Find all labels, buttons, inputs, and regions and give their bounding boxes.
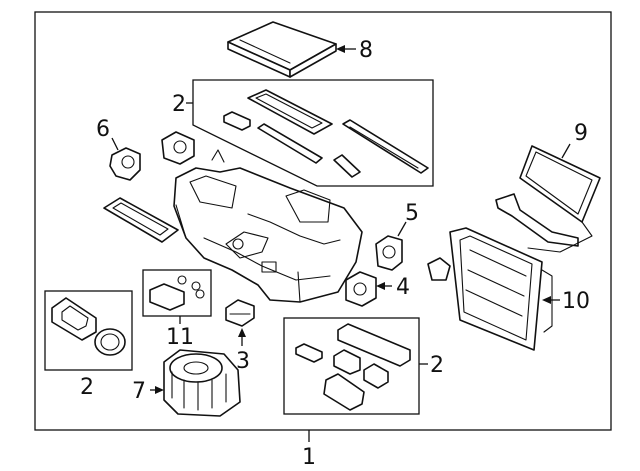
callout-9: 9	[574, 121, 588, 146]
blower-motor-part	[163, 349, 241, 417]
sensor-kit-parts	[149, 275, 205, 311]
callout-3: 3	[236, 349, 250, 374]
seal-kit-upper-box	[192, 79, 434, 187]
callout-1: 1	[302, 445, 316, 470]
callout-leader-6	[111, 137, 119, 151]
heater-core-part	[495, 145, 601, 253]
actuator-lower-part	[225, 299, 255, 327]
callout-11: 11	[166, 325, 194, 350]
callout-5: 5	[405, 201, 419, 226]
actuators-left-part	[109, 131, 195, 181]
hvac-housing-part	[173, 149, 363, 303]
sensor-kit-box	[142, 269, 212, 317]
arrowhead-3	[238, 328, 246, 337]
seal-kit-lower-right-parts	[295, 323, 411, 411]
seal-kit-upper-parts	[223, 89, 429, 178]
callout-2-lower-right: 2	[430, 353, 444, 378]
arrowhead-4	[376, 282, 385, 290]
seal-kit-left-parts	[51, 297, 126, 356]
actuator-upper-right-part	[375, 235, 403, 271]
seal-kit-lower-right-box	[283, 317, 420, 415]
callout-2-upper: 2	[172, 92, 186, 117]
callout-leader-5	[397, 221, 407, 237]
main-assembly-frame	[34, 11, 612, 431]
callout-8: 8	[359, 38, 373, 63]
callout-2-left: 2	[80, 375, 94, 400]
evaporator-core-part	[427, 227, 553, 351]
small-gasket-left	[103, 197, 179, 243]
callout-7: 7	[132, 379, 146, 404]
arrowhead-7	[155, 386, 164, 394]
actuator-right-part	[345, 271, 377, 307]
seal-kit-left-box	[44, 290, 133, 371]
callout-10: 10	[562, 289, 590, 314]
callout-leader-9	[561, 143, 571, 159]
arrowhead-8	[336, 45, 345, 53]
callout-6: 6	[96, 117, 110, 142]
arrowhead-10	[542, 296, 551, 304]
callout-4: 4	[396, 275, 410, 300]
cabin-filter-part	[227, 21, 337, 78]
